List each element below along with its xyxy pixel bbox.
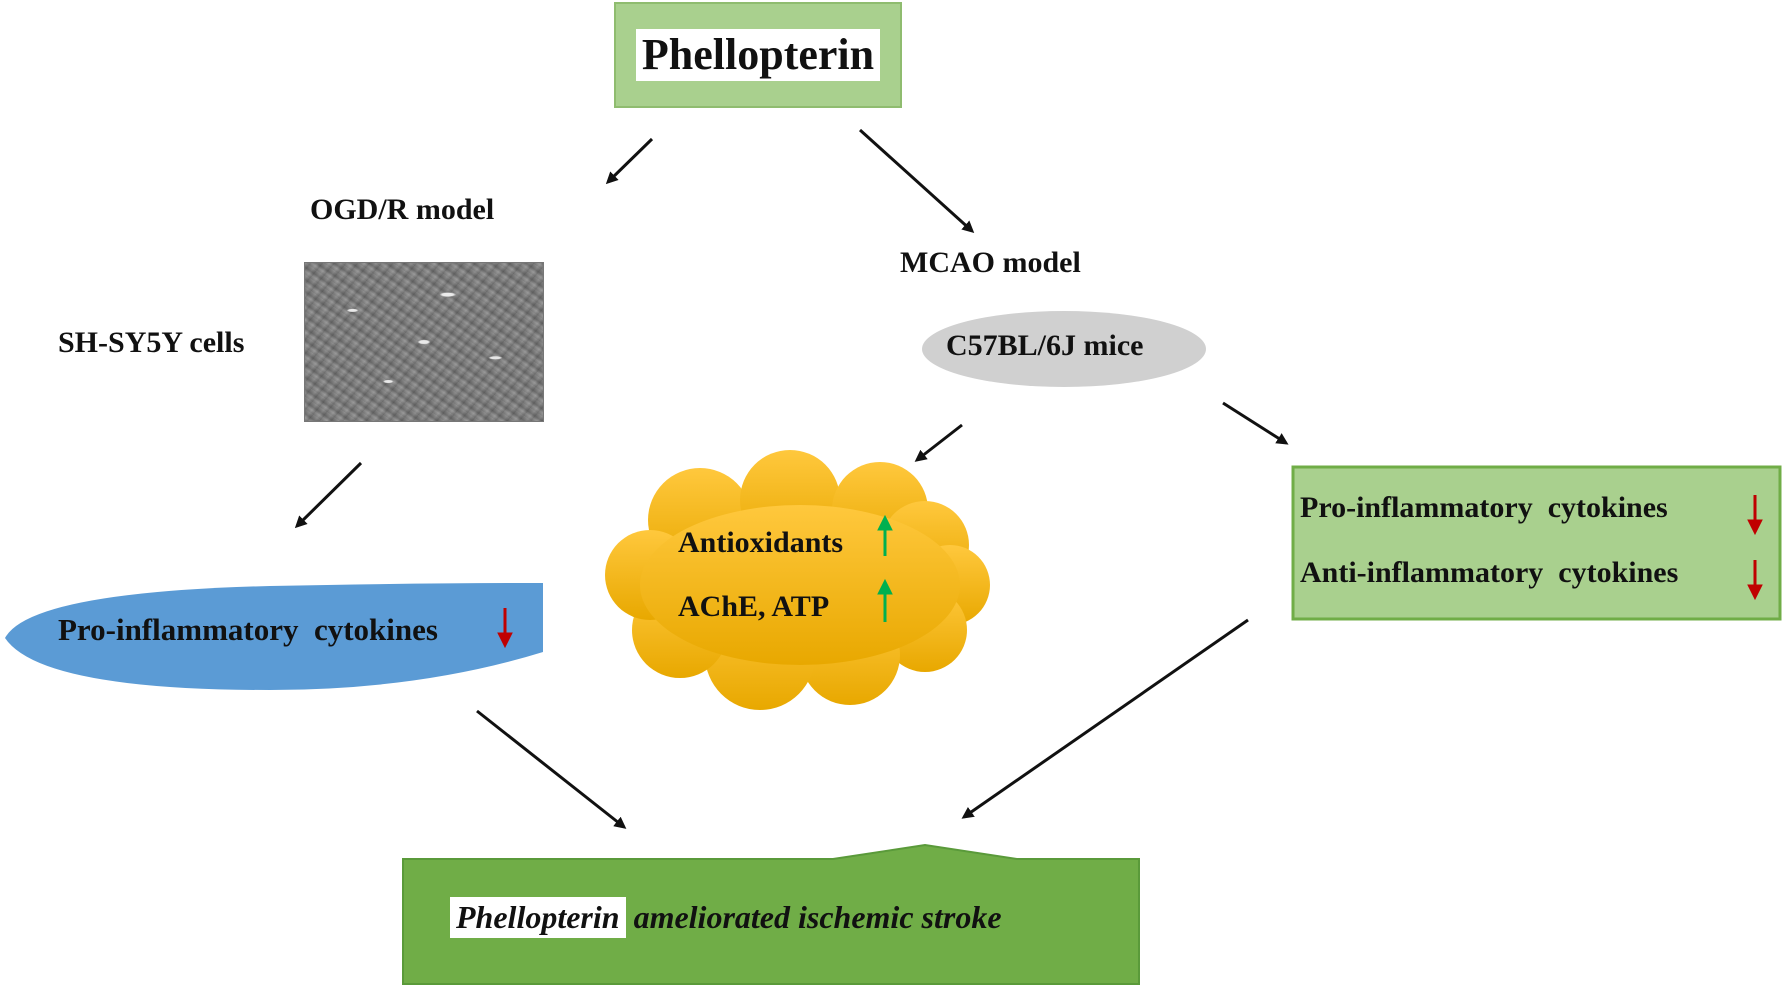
- left-cytokines-down-arrow-icon: [497, 608, 513, 649]
- right-box-anti-text: Anti-inflammatory cytokines: [1300, 556, 1679, 589]
- title-box: Phellopterin: [614, 2, 902, 108]
- results-cloud: [605, 450, 990, 710]
- conclusion-text: Phellopterin ameliorated ischemic stroke: [450, 897, 1002, 938]
- antioxidants-up-arrow-icon: [877, 514, 893, 556]
- cell-line-label: SH-SY5Y cells: [58, 326, 245, 359]
- arrow-to-ogd: [605, 137, 654, 185]
- conclusion-box: [402, 843, 1140, 985]
- mice-label: C57BL/6J mice: [946, 329, 1144, 362]
- arrow-to-mcao: [858, 128, 975, 234]
- cell-micrograph: [304, 262, 544, 422]
- conclusion-highlight: Phellopterin: [450, 897, 626, 938]
- right-result-box: [1291, 465, 1782, 621]
- arrow-right-to-conclusion: [961, 618, 1249, 819]
- left-result-text: Pro-inflammatory cytokines: [58, 612, 438, 647]
- mcao-model-label: MCAO model: [900, 246, 1081, 279]
- arrow-to-right-box: [1222, 401, 1289, 445]
- arrow-left-to-conclusion: [476, 709, 627, 829]
- title: Phellopterin: [635, 28, 881, 82]
- mice-ellipse: [922, 311, 1206, 387]
- right-box-pro-text: Pro-inflammatory cytokines: [1300, 491, 1668, 524]
- ogd-model-label: OGD/R model: [310, 193, 495, 226]
- right-pro-cytokines-down-arrow-icon: [1747, 495, 1763, 536]
- arrow-to-cloud: [914, 423, 963, 462]
- conclusion-rest: ameliorated ischemic stroke: [633, 899, 1002, 935]
- cloud-ache-atp-text: AChE, ATP: [678, 590, 830, 623]
- ache-atp-up-arrow-icon: [877, 578, 893, 622]
- cloud-antioxidants-text: Antioxidants: [678, 526, 844, 559]
- left-result-ellipse: [5, 583, 543, 690]
- right-anti-cytokines-down-arrow-icon: [1747, 560, 1763, 601]
- arrow-to-left-result: [294, 461, 363, 529]
